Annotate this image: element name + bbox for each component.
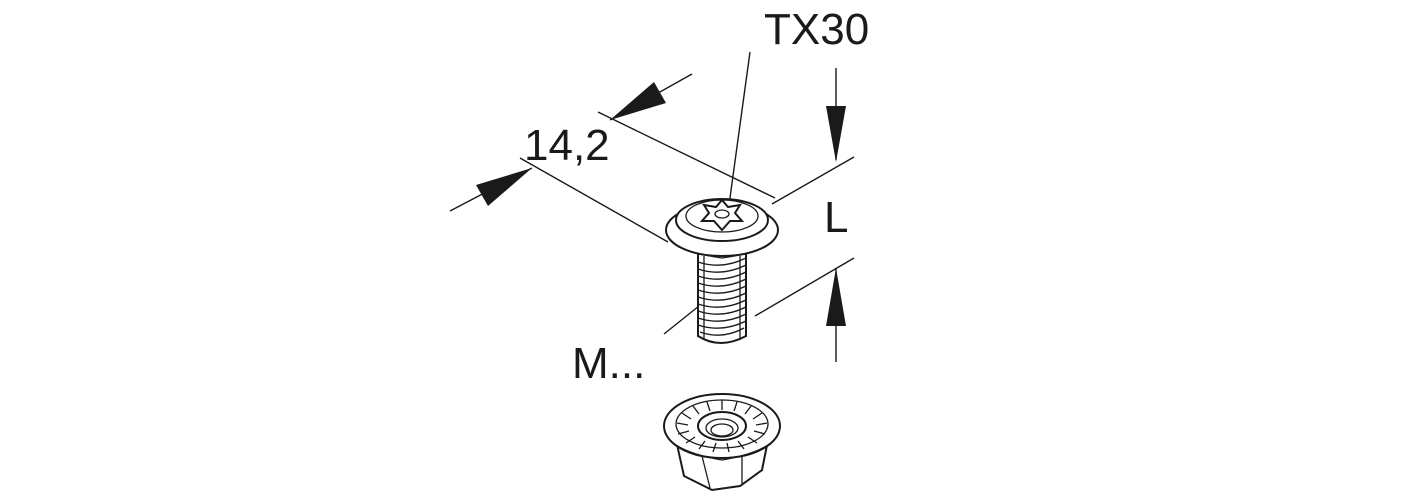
torx-recess-icon [699, 198, 745, 232]
screw-icon [665, 198, 779, 344]
length-extension-top [771, 156, 855, 205]
thread-label: M... [572, 339, 645, 388]
dimension-arrow-lower [476, 168, 532, 206]
screw-flange-edge [665, 229, 779, 259]
length-extension-bottom [754, 257, 855, 317]
head-diameter-label: 14,2 [524, 121, 610, 170]
head-diameter-dimension: 14,2 [449, 73, 776, 243]
drive-label: TX30 [764, 5, 869, 54]
thread-callout: M... [572, 301, 705, 388]
extension-line-right [597, 111, 776, 199]
length-arrow-bottom [826, 268, 846, 326]
screw-threads [697, 256, 747, 340]
length-dimension: L [754, 68, 855, 362]
nut-bore [697, 411, 747, 441]
drive-callout: TX30 [728, 5, 869, 206]
length-arrow-top [826, 106, 846, 162]
length-label: L [824, 193, 848, 242]
dimension-arrow-upper [610, 82, 666, 120]
extension-line-left [519, 157, 669, 243]
drive-leader-line [728, 51, 751, 206]
flange-nut-icon [663, 393, 781, 492]
nut-serrations [676, 400, 768, 453]
